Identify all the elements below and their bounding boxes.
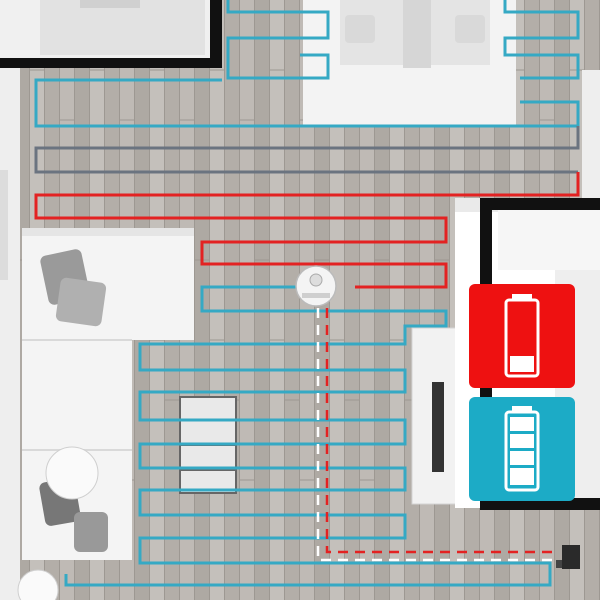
dining-area [303,0,516,125]
path-return-white [316,308,555,562]
battery-low-card [469,284,575,388]
battery-full-card [469,397,575,501]
side-table [45,446,99,500]
side-table [17,569,59,600]
battery-low-level [510,356,534,372]
tv-cabinet [411,327,458,505]
top-left-room [0,0,222,68]
battery-full-cell [510,417,534,431]
path-red [34,172,580,289]
path-blue-top-right [503,0,580,80]
path-return-red [325,308,555,554]
left-wall [0,68,20,600]
battery-full-icon [504,406,540,492]
sofa [17,228,194,600]
battery-full-cell [510,434,534,448]
charging-dock-icon [556,545,580,569]
path-gray [34,126,580,174]
robot-vacuum-icon [295,265,337,307]
battery-full-cell [510,451,534,465]
cushion [55,277,107,327]
right-wall [582,70,600,198]
battery-low-icon [504,294,540,378]
path-blue-top [226,0,330,80]
battery-full-cell [510,468,534,485]
cleaning-path [34,0,580,587]
path-blue-mid [34,78,580,128]
path-blue-lower [64,285,552,587]
cushion [74,512,108,552]
